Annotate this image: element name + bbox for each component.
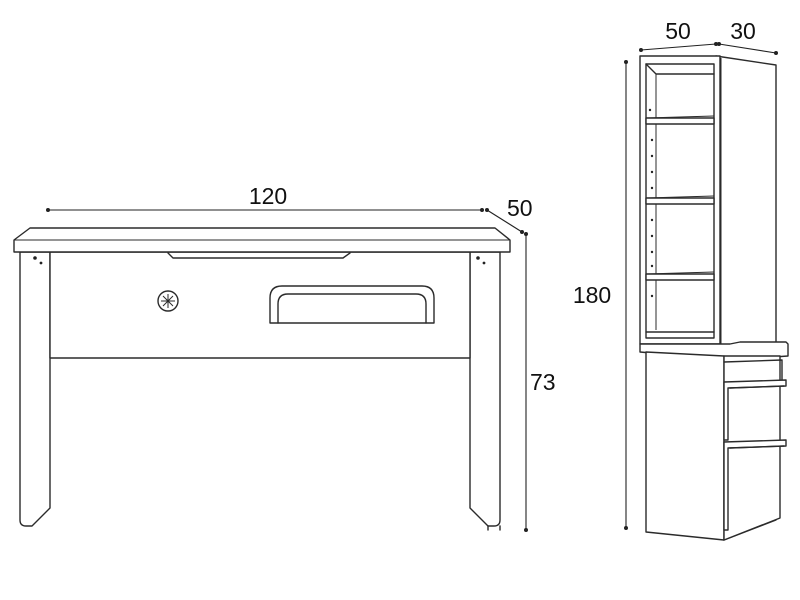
drawer-edge: [729, 445, 785, 449]
desk-height-dimension: 73: [524, 232, 556, 532]
cable-grommet-icon: [157, 290, 179, 312]
bookcase-depth-dimension: 30: [717, 18, 778, 55]
desk-bolt: [482, 261, 486, 265]
desk-bolt: [33, 256, 37, 260]
desk-bolt: [476, 256, 480, 260]
shelf-pin-holes: [648, 108, 654, 298]
bookcase-height-label: 180: [573, 282, 611, 308]
bookcase-shelf: [645, 115, 715, 125]
desk-left-leg: [19, 251, 51, 527]
bookcase-width-dimension: 50: [639, 18, 718, 52]
bookcase-shelf: [645, 271, 715, 281]
desk-width-dimension: 120: [46, 183, 484, 212]
cabinet-body: [645, 351, 725, 541]
bookcase-shelf: [645, 195, 715, 205]
desk-drawer-cutout: [269, 285, 435, 324]
desk-depth-dimension: 50: [485, 195, 533, 234]
desk-front-rail: [167, 252, 351, 259]
bookcase-height-dimension: 180: [573, 60, 628, 530]
desk-apron-panel: [49, 251, 471, 359]
desk: [13, 227, 511, 531]
bookcase: [639, 55, 789, 541]
desk-right-leg: [469, 251, 501, 527]
desk-width-label: 120: [249, 183, 287, 209]
desk-bolt: [39, 261, 43, 265]
drawer-front: [723, 439, 787, 531]
drawer-top-line: [723, 359, 783, 381]
desk-depth-label: 50: [507, 195, 533, 221]
desk-drawer-lip: [277, 293, 427, 324]
bookcase-width-label: 50: [665, 18, 691, 44]
desk-height-label: 73: [530, 369, 556, 395]
bookcase-depth-label: 30: [730, 18, 756, 44]
drawer-edge: [729, 385, 785, 389]
